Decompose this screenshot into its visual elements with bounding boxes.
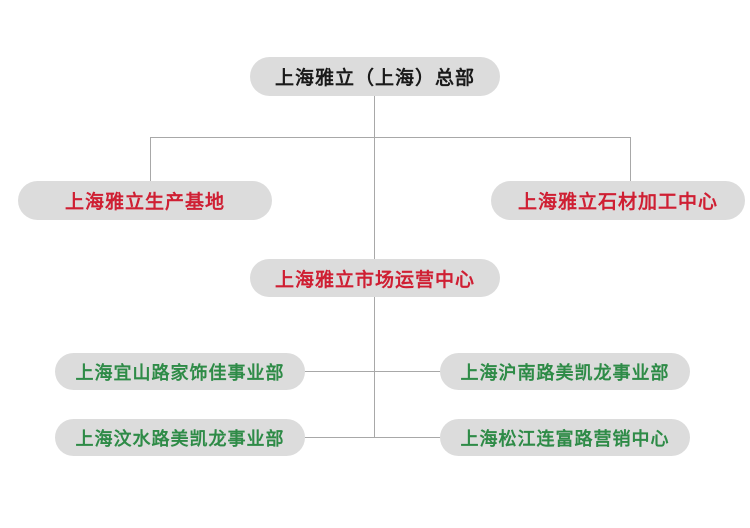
connector-row2-left [305, 437, 375, 438]
connector-trunk-to-market-center [374, 137, 375, 260]
connector-row2-right [374, 437, 440, 438]
node-yishan-road-division[interactable]: 上海宜山路家饰佳事业部 [55, 353, 305, 390]
node-wenshui-road-division[interactable]: 上海汶水路美凯龙事业部 [55, 419, 305, 456]
connector-hq-trunk [374, 95, 375, 137]
node-production-base[interactable]: 上海雅立生产基地 [18, 181, 272, 220]
node-headquarters[interactable]: 上海雅立（上海）总部 [250, 57, 500, 96]
connector-trunk-lower [374, 296, 375, 438]
node-market-operation-center[interactable]: 上海雅立市场运营中心 [250, 259, 500, 297]
connector-level2-bar [150, 137, 631, 138]
node-hunan-road-division[interactable]: 上海沪南路美凯龙事业部 [440, 353, 690, 390]
connector-row1-left [305, 371, 375, 372]
node-stone-processing-center[interactable]: 上海雅立石材加工中心 [491, 181, 745, 220]
connector-row1-right [374, 371, 440, 372]
node-songjiang-lianfu-road-center[interactable]: 上海松江连富路营销中心 [440, 419, 690, 456]
connector-drop-production-base [150, 137, 151, 181]
connector-drop-stone-center [630, 137, 631, 181]
